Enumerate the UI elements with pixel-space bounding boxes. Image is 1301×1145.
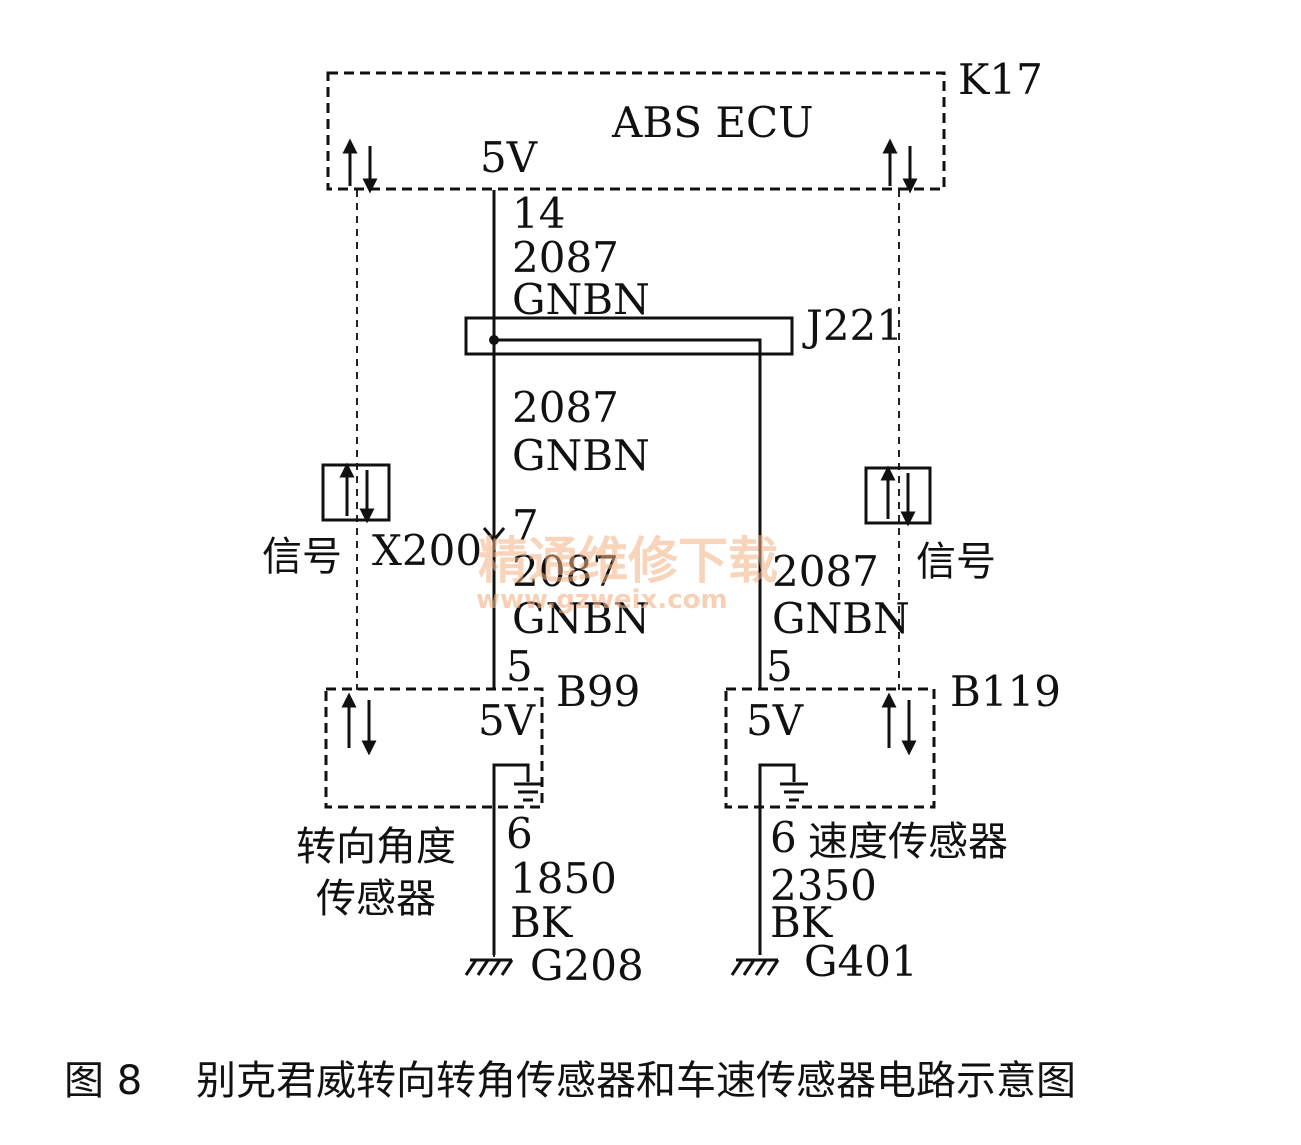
sensor-left-ground-color: BK <box>510 898 574 947</box>
connector-pin: 7 <box>512 501 539 550</box>
sensor-right-ground-color: BK <box>770 898 834 947</box>
b119-ground-icon <box>780 782 808 802</box>
wire-mid-circuit: 2087 <box>512 383 619 432</box>
sensor-left-ground-circuit: 1850 <box>510 854 617 903</box>
sensor-right-ground-circuit: 2350 <box>770 861 877 910</box>
ground-g401-label: G401 <box>804 937 918 986</box>
sensor-left-name-line2: 传感器 <box>316 876 436 922</box>
wire-right-low-pin: 5 <box>766 642 793 691</box>
sensor-left-voltage: 5V <box>478 696 536 745</box>
wire-5v-supply <box>489 190 762 690</box>
wire-right-low-circuit: 2087 <box>772 547 879 596</box>
sensor-left-id: B99 <box>556 667 640 716</box>
sensor-left-ground-pin: 6 <box>506 809 533 858</box>
watermark-text: 精通维修下载 <box>478 532 778 590</box>
signal-right-arrow-icon <box>864 465 932 527</box>
ecu-pin-voltage: 5V <box>480 133 538 182</box>
wire-top-pin: 14 <box>512 189 565 238</box>
splice-id: J221 <box>802 301 903 350</box>
ecu-right-bidirectional-arrow-icon <box>882 138 918 194</box>
caption-number: 图 8 <box>64 1058 142 1104</box>
wire-left-low-pin: 5 <box>506 642 533 691</box>
sensor-right-voltage: 5V <box>746 696 804 745</box>
wire-right-low-color: GNBN <box>772 594 910 643</box>
signal-left-arrow-icon <box>321 462 391 524</box>
sensor-b99 <box>324 687 544 955</box>
sensor-left-name-line1: 转向角度 <box>296 824 456 870</box>
signal-right-label: 信号 <box>916 539 996 585</box>
wire-left-low-circuit: 2087 <box>512 547 619 596</box>
connector-x200 <box>482 527 506 543</box>
ecu-id: K17 <box>958 55 1043 104</box>
wire-mid-color: GNBN <box>512 431 650 480</box>
splice-j221 <box>464 316 794 356</box>
sensor-right-id: B119 <box>950 667 1061 716</box>
sensor-b119 <box>724 687 936 955</box>
wire-top-circuit: 2087 <box>512 233 619 282</box>
abs-ecu-module: ABS ECU K17 5V <box>326 55 1043 194</box>
ecu-title: ABS ECU <box>611 98 814 147</box>
watermark-url: www.gzweix.com <box>476 585 728 615</box>
ground-g401-icon <box>730 958 780 976</box>
caption-text: 别克君威转向转角传感器和车速传感器电路示意图 <box>196 1058 1076 1104</box>
sensor-right-name: 速度传感器 <box>808 819 1008 865</box>
wire-left-low-color: GNBN <box>512 594 650 643</box>
ecu-left-bidirectional-arrow-icon <box>342 138 378 194</box>
connector-id: X200 <box>372 526 482 575</box>
sensor-right-ground-pin: 6 <box>770 813 797 862</box>
ground-g208-icon <box>464 958 514 976</box>
ground-g208-label: G208 <box>530 941 644 990</box>
wire-top-color: GNBN <box>512 275 650 324</box>
signal-left-label: 信号 <box>262 534 342 580</box>
b99-ground-icon <box>514 782 542 802</box>
